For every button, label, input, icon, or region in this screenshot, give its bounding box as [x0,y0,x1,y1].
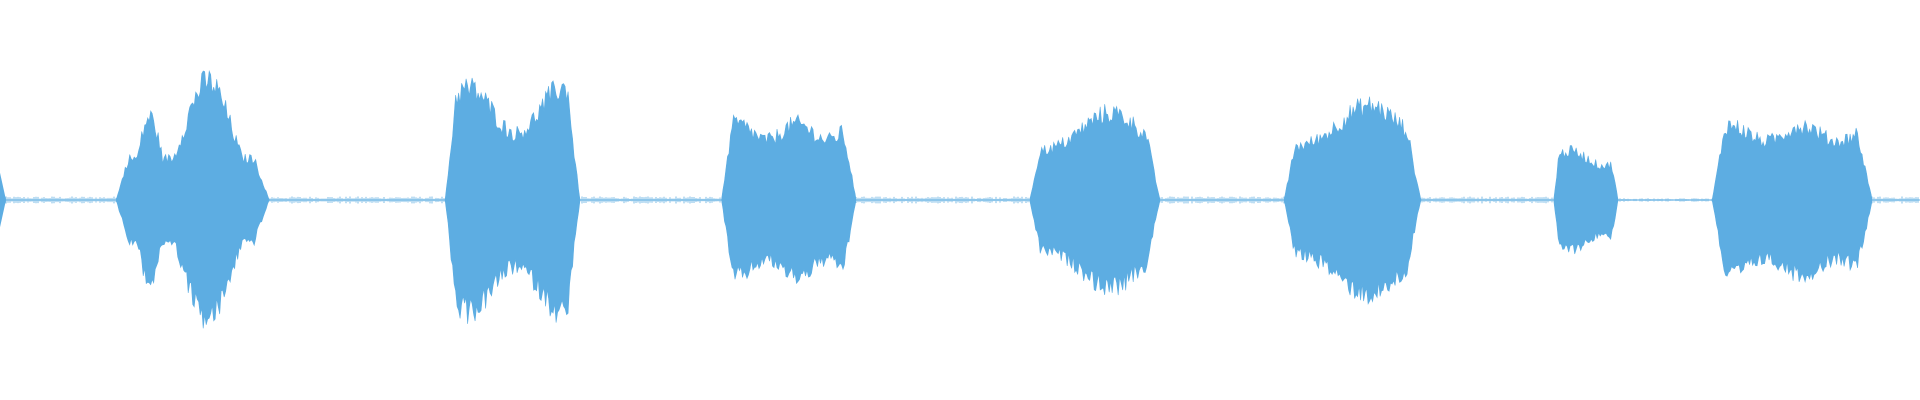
waveform-segments [0,69,1919,329]
waveform-burst-4 [1029,104,1161,296]
waveform-burst-3 [721,114,857,285]
waveform-burst-2 [444,77,581,324]
waveform-burst-6 [1553,145,1619,255]
waveform-leading-spike [0,172,6,228]
waveform-burst-1 [115,69,270,329]
waveform-burst-5 [1283,96,1422,305]
waveform-burst-7 [1711,119,1873,283]
